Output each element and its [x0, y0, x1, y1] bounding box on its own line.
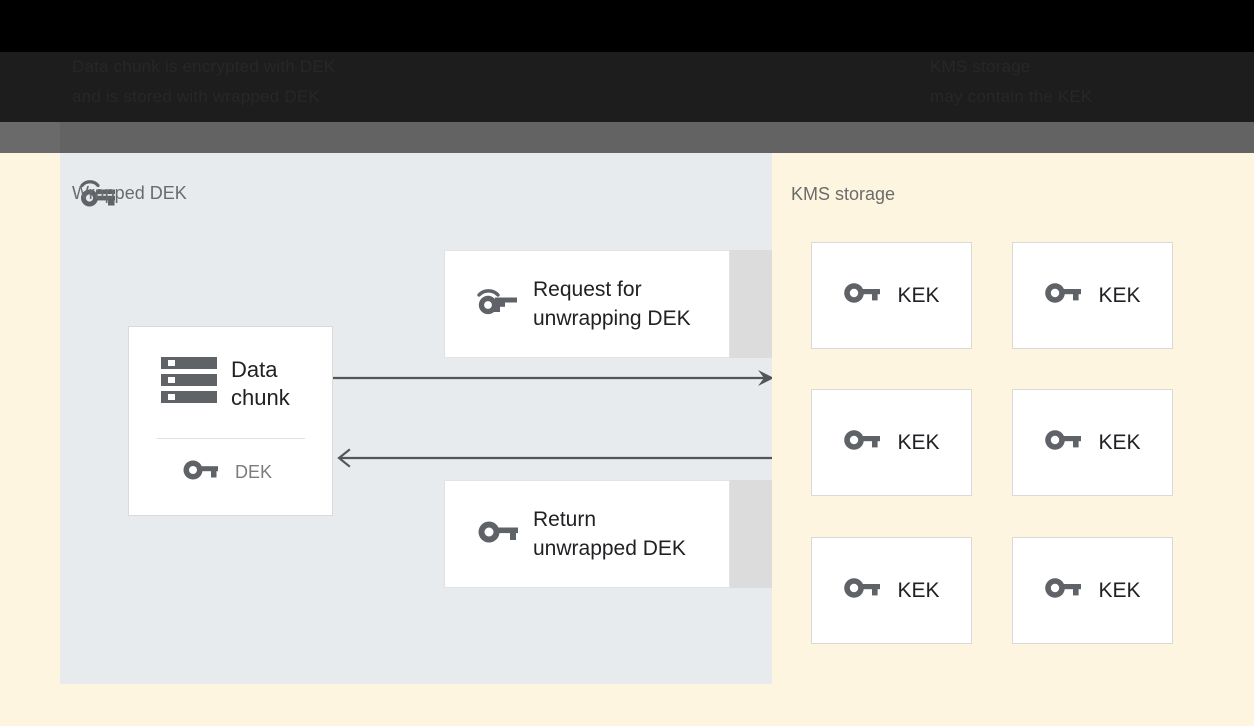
kek-label: KEK [897, 430, 940, 454]
key-icon [1044, 576, 1082, 605]
return-unwrapped-box[interactable]: Return unwrapped DEK [444, 480, 730, 588]
key-icon [1044, 281, 1082, 310]
data-chunk-card[interactable]: Data chunk DEK [128, 326, 333, 516]
key-icon [843, 281, 881, 310]
key-left-icon [477, 288, 519, 320]
caption-right-text: KMS storage may contain the KEK [930, 57, 1093, 106]
data-chunk-row: Data chunk [161, 355, 290, 412]
kms-panel-title: KMS storage [791, 184, 896, 204]
kek-card[interactable]: KEK [811, 537, 972, 644]
grey-separator-bar-left-shade [0, 122, 60, 153]
kek-card[interactable]: KEK [1012, 389, 1173, 496]
kek-card[interactable]: KEK [811, 389, 972, 496]
arrow-request-right [333, 368, 774, 388]
request-unwrap-box[interactable]: Request for unwrapping DEK [444, 250, 730, 358]
return-unwrapped-label: Return unwrapped DEK [533, 508, 686, 560]
dek-row: DEK [183, 459, 272, 486]
key-icon [1044, 428, 1082, 457]
key-icon [477, 519, 519, 550]
kek-label: KEK [1098, 578, 1141, 602]
arrow-return-left [333, 448, 774, 468]
kek-card[interactable]: KEK [1012, 537, 1173, 644]
kek-label: KEK [1098, 430, 1141, 454]
dek-label: DEK [235, 462, 273, 482]
wrapped-key-icon [78, 180, 118, 210]
storage-panel-title: Wrapped DEK [72, 183, 187, 203]
kek-label: KEK [897, 283, 940, 307]
kek-card[interactable]: KEK [1012, 242, 1173, 349]
key-icon [843, 576, 881, 605]
kek-label: KEK [1098, 283, 1141, 307]
storage-stack-icon [161, 355, 217, 412]
kek-label: KEK [897, 578, 940, 602]
key-icon [843, 428, 881, 457]
card-divider [157, 438, 305, 439]
request-unwrap-label: Request for unwrapping DEK [533, 278, 691, 330]
caption-band [0, 52, 1254, 122]
kek-card[interactable]: KEK [811, 242, 972, 349]
caption-left-text: Data chunk is encrypted with DEK and is … [72, 57, 336, 106]
grey-separator-bar [0, 122, 1254, 153]
data-chunk-label: Data chunk [231, 356, 290, 410]
key-icon [183, 459, 219, 486]
